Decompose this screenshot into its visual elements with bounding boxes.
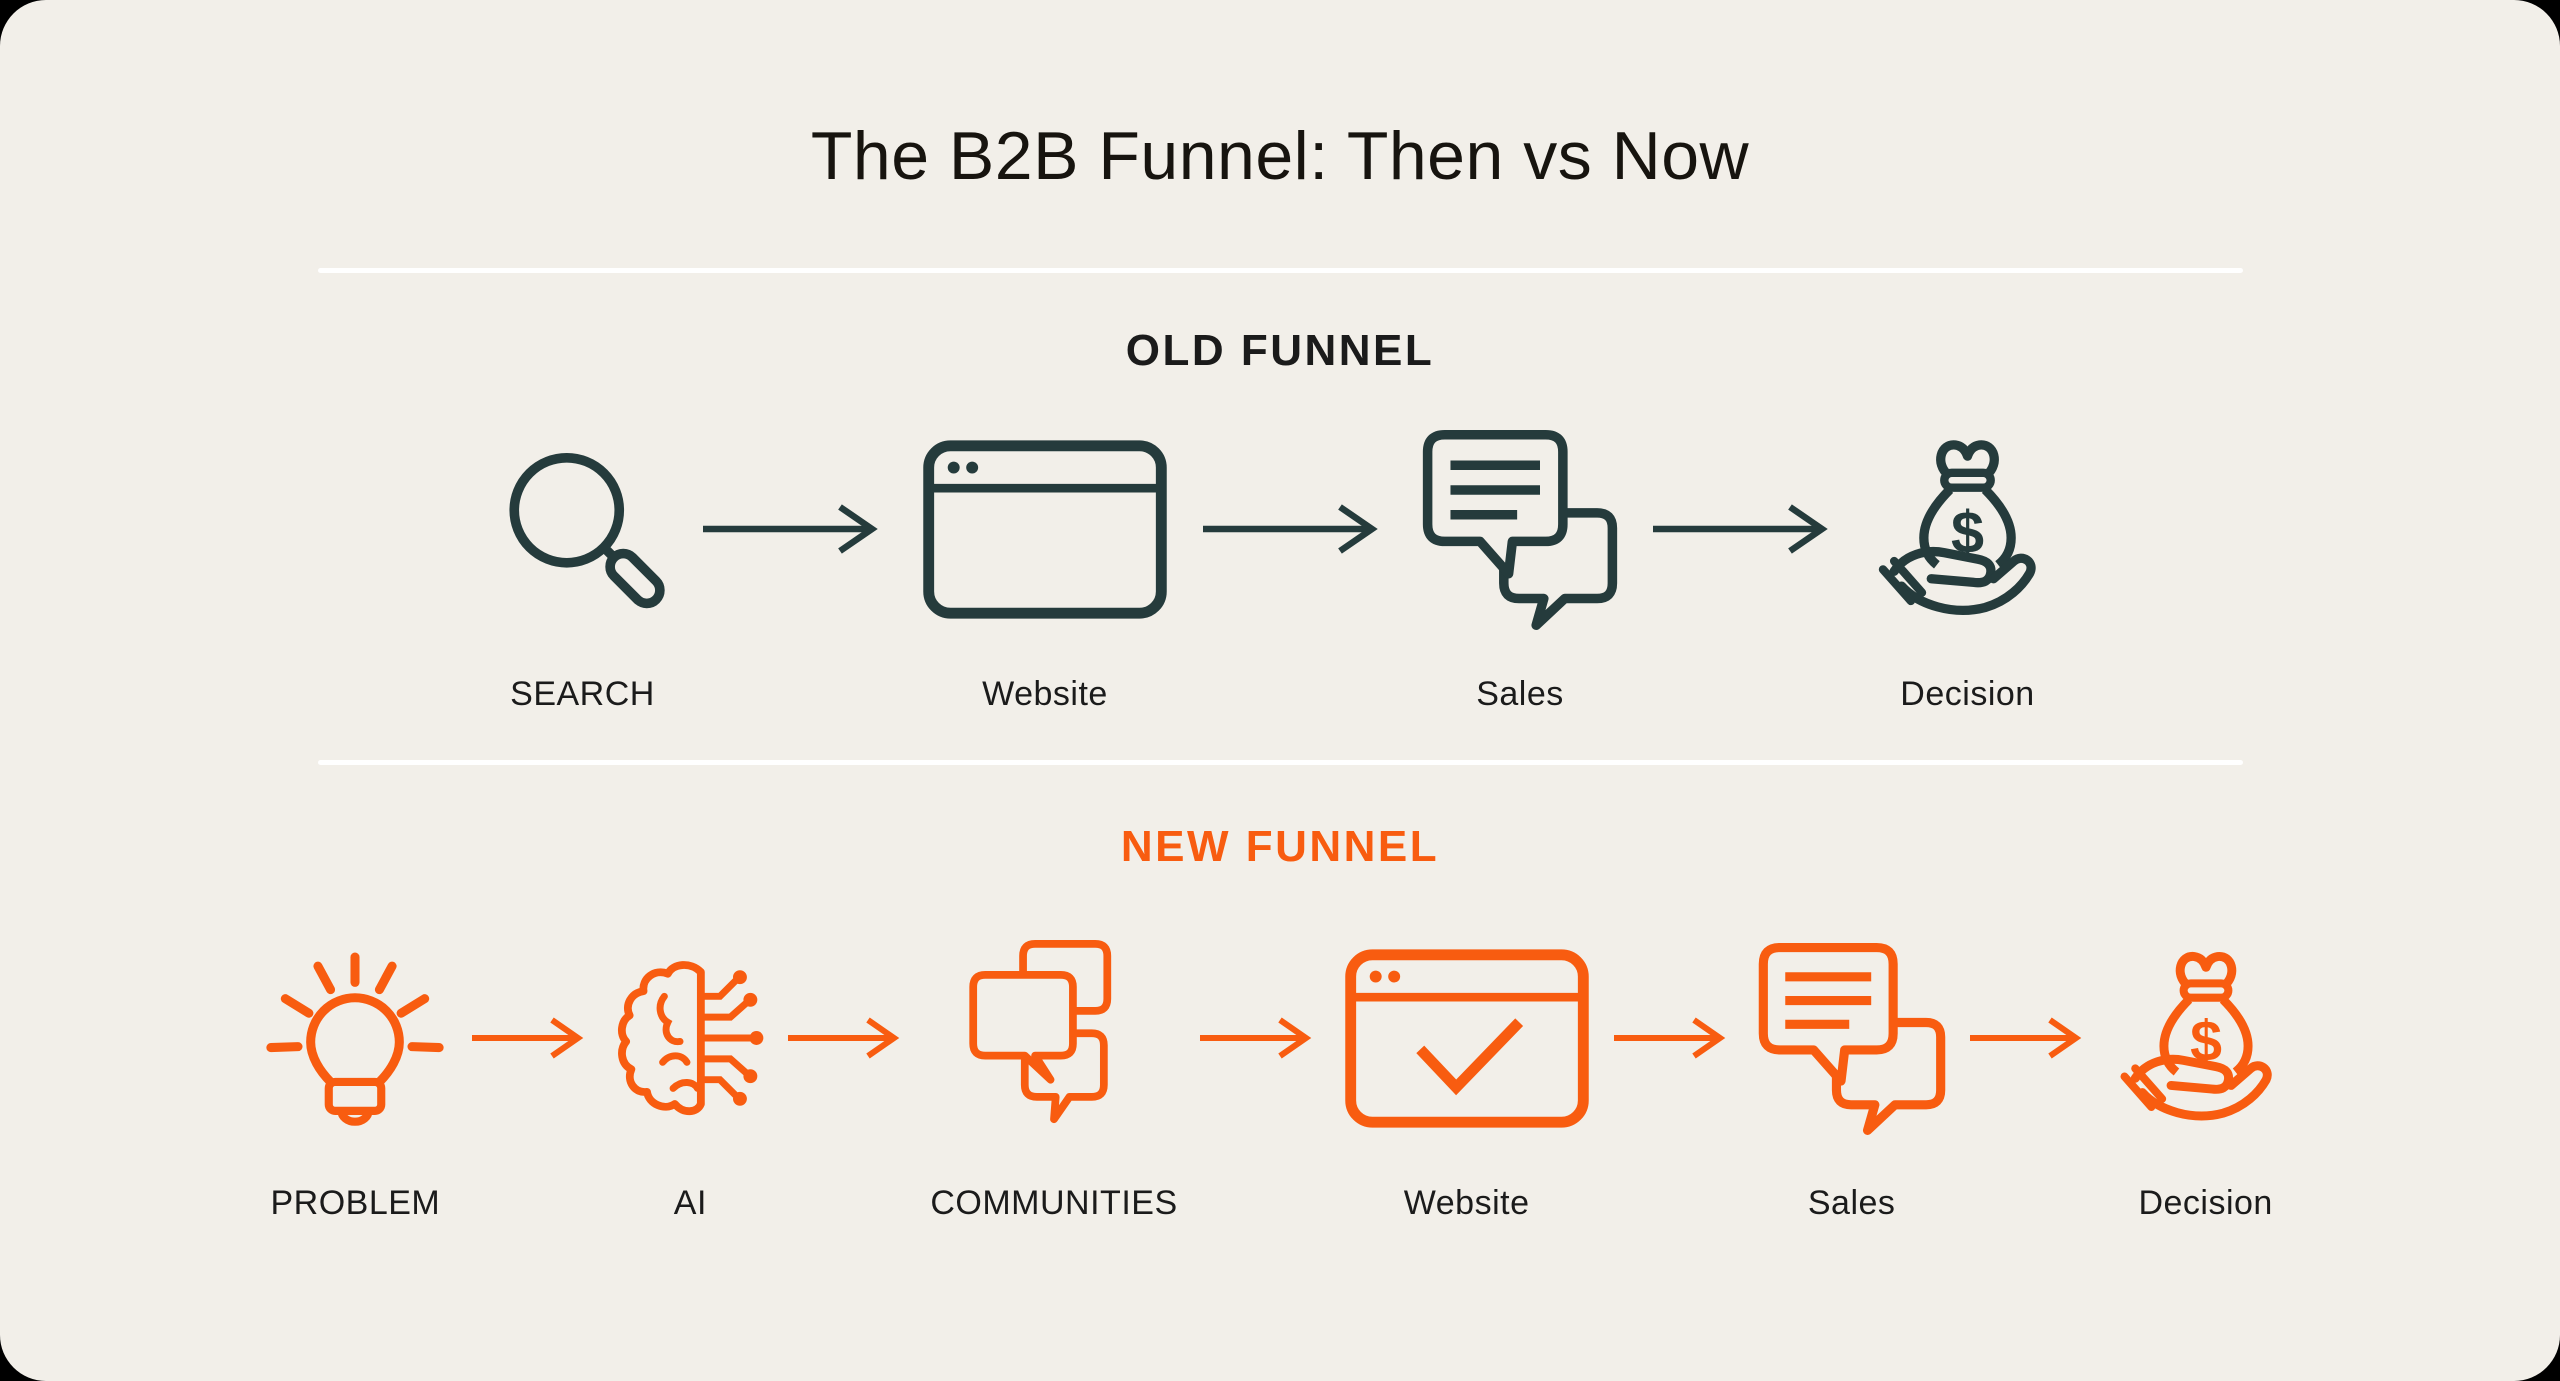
browser-check-icon [1342, 932, 1592, 1144]
step-label: Decision [2138, 1184, 2273, 1223]
money-bag-hand-icon: $ [1870, 423, 2065, 635]
new-funnel-row: PROBLEM [260, 932, 2299, 1223]
step-label: Sales [1807, 1184, 1896, 1223]
arrow-right-icon [786, 932, 910, 1144]
funnel-step-problem: PROBLEM [260, 932, 450, 1223]
section-divider [317, 760, 2243, 766]
arrow-right-icon [1200, 423, 1390, 635]
arrow-right-icon [1612, 932, 1736, 1144]
funnel-step-decision-new: $ Decision [2112, 932, 2300, 1223]
new-funnel-heading: NEW FUNNEL [1120, 822, 1440, 872]
old-funnel-row: SEARCH Website [495, 423, 2065, 714]
funnel-step-decision: $ Decision [1870, 423, 2065, 714]
community-chat-icon [968, 932, 1140, 1144]
section-divider [317, 267, 2243, 273]
search-icon [495, 423, 670, 635]
step-label: SEARCH [510, 675, 655, 714]
arrow-right-icon [700, 423, 890, 635]
arrow-right-icon [1968, 932, 2092, 1144]
browser-icon [920, 423, 1170, 635]
ai-brain-icon [614, 932, 766, 1144]
funnel-step-communities: COMMUNITIES [930, 932, 1177, 1223]
step-label: PROBLEM [270, 1184, 441, 1223]
funnel-step-website: Website [920, 423, 1170, 714]
step-label: COMMUNITIES [930, 1184, 1178, 1223]
old-funnel-heading: OLD FUNNEL [1125, 325, 1435, 375]
chat-bubbles-icon [1756, 932, 1948, 1144]
chat-bubbles-icon [1420, 423, 1620, 635]
step-label: Website [982, 675, 1108, 714]
funnel-step-ai: AI [614, 932, 766, 1223]
lightbulb-icon [260, 932, 450, 1144]
step-label: Website [1403, 1184, 1530, 1223]
arrow-right-icon [470, 932, 594, 1144]
page-title: The B2B Funnel: Then vs Now [810, 118, 1750, 194]
step-label: Sales [1476, 675, 1564, 714]
funnel-step-website-new: Website [1342, 932, 1592, 1223]
step-label: AI [673, 1184, 707, 1223]
step-label: Decision [1900, 675, 2035, 714]
money-bag-hand-icon: $ [2112, 932, 2300, 1144]
funnel-step-sales-new: Sales [1756, 932, 1948, 1223]
arrow-right-icon [1198, 932, 1322, 1144]
arrow-right-icon [1650, 423, 1840, 635]
funnel-step-sales: Sales [1420, 423, 1620, 714]
funnel-step-search: SEARCH [495, 423, 670, 714]
